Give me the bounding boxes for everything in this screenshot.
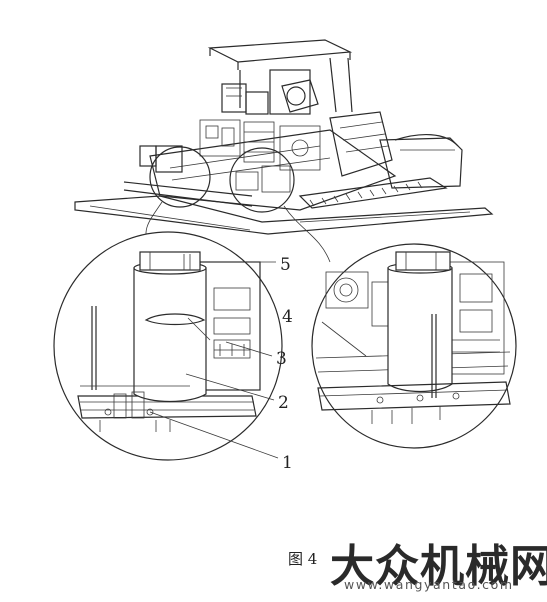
watermark-logo-text: 大众机械网	[330, 541, 547, 592]
detail-marker-right	[229, 147, 295, 213]
callout-5: 5	[280, 255, 291, 275]
watermark-url: www.wangyantao.com	[344, 577, 514, 592]
callout-2: 2	[278, 393, 289, 413]
leader-line-right	[283, 205, 331, 263]
paver-machine-overview	[74, 39, 494, 235]
detail-view-left	[53, 231, 283, 461]
detail-marker-left	[149, 146, 211, 208]
callout-3: 3	[276, 349, 287, 369]
callout-4: 4	[282, 307, 293, 327]
callout-leaders	[149, 261, 367, 459]
callout-1: 1	[282, 453, 293, 473]
detail-view-right	[311, 243, 517, 449]
crawler-track	[298, 177, 448, 209]
figure-caption: 图 4	[288, 550, 318, 568]
